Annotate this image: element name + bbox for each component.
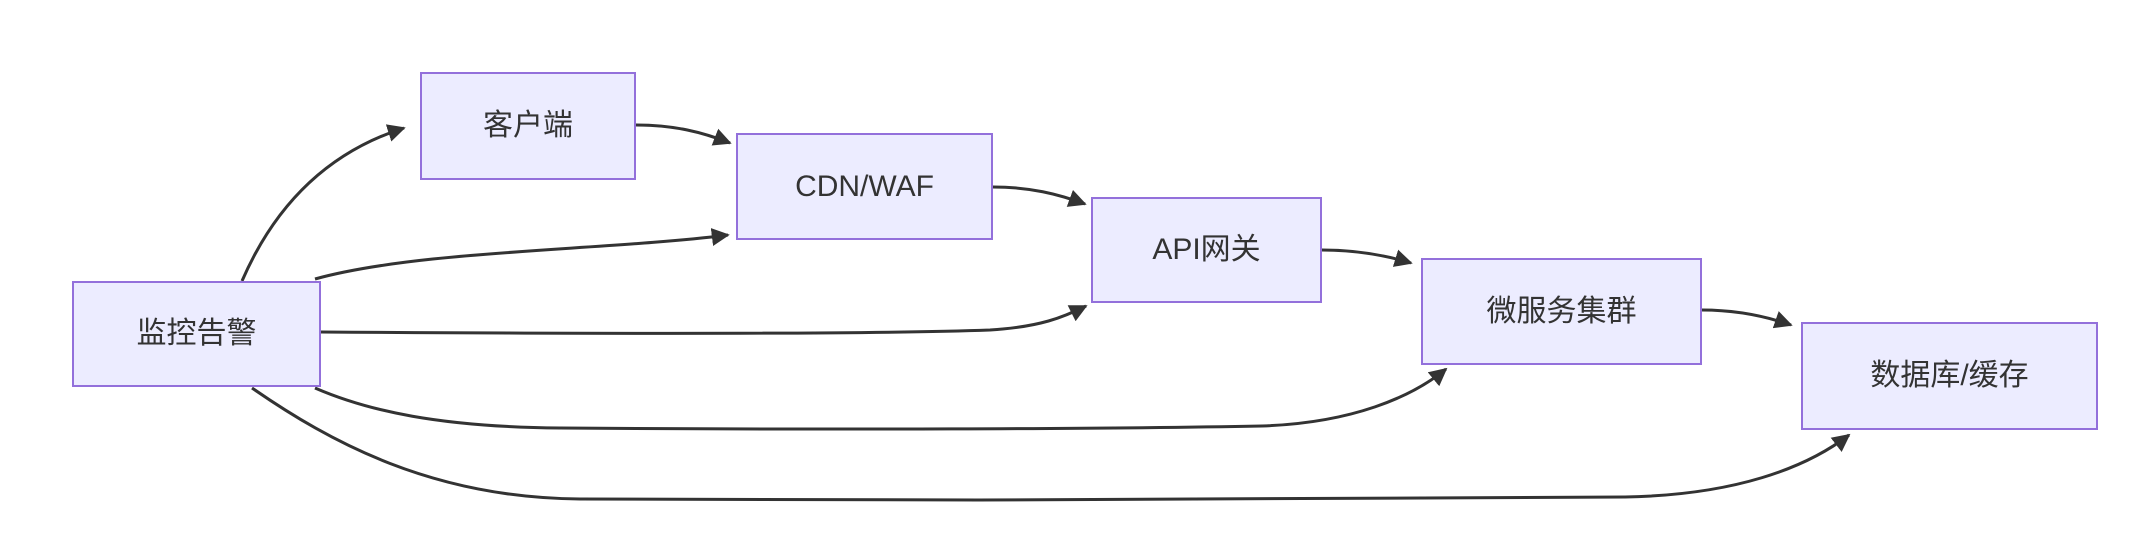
edge-monitoring-to-micro xyxy=(314,367,1448,431)
node-monitoring-alert-label: 监控告警 xyxy=(136,317,257,350)
node-api-gateway: API网关 xyxy=(1091,197,1322,303)
edge-monitoring-to-client xyxy=(240,124,406,282)
edge-micro-to-db xyxy=(1701,308,1793,329)
node-cdn-waf-label: CDN/WAF xyxy=(795,169,934,203)
node-client: 客户端 xyxy=(420,72,636,180)
node-api-gateway-label: API网关 xyxy=(1152,233,1261,266)
node-cdn-waf: CDN/WAF xyxy=(736,133,993,240)
edge-api-to-micro xyxy=(1321,248,1413,267)
edge-monitoring-to-api xyxy=(320,304,1088,335)
edge-monitoring-to-cdn xyxy=(314,228,730,281)
edge-cdn-to-api xyxy=(992,185,1087,207)
node-microservice-cluster: 微服务集群 xyxy=(1421,258,1702,365)
edge-client-to-cdn xyxy=(635,123,732,146)
node-database-cache: 数据库/缓存 xyxy=(1801,322,2098,430)
node-client-label: 客户端 xyxy=(483,109,573,142)
node-microservice-cluster-label: 微服务集群 xyxy=(1486,294,1637,328)
edge-monitoring-to-db xyxy=(251,386,1851,502)
node-monitoring-alert: 监控告警 xyxy=(72,281,321,387)
node-database-cache-label: 数据库/缓存 xyxy=(1870,359,2029,392)
